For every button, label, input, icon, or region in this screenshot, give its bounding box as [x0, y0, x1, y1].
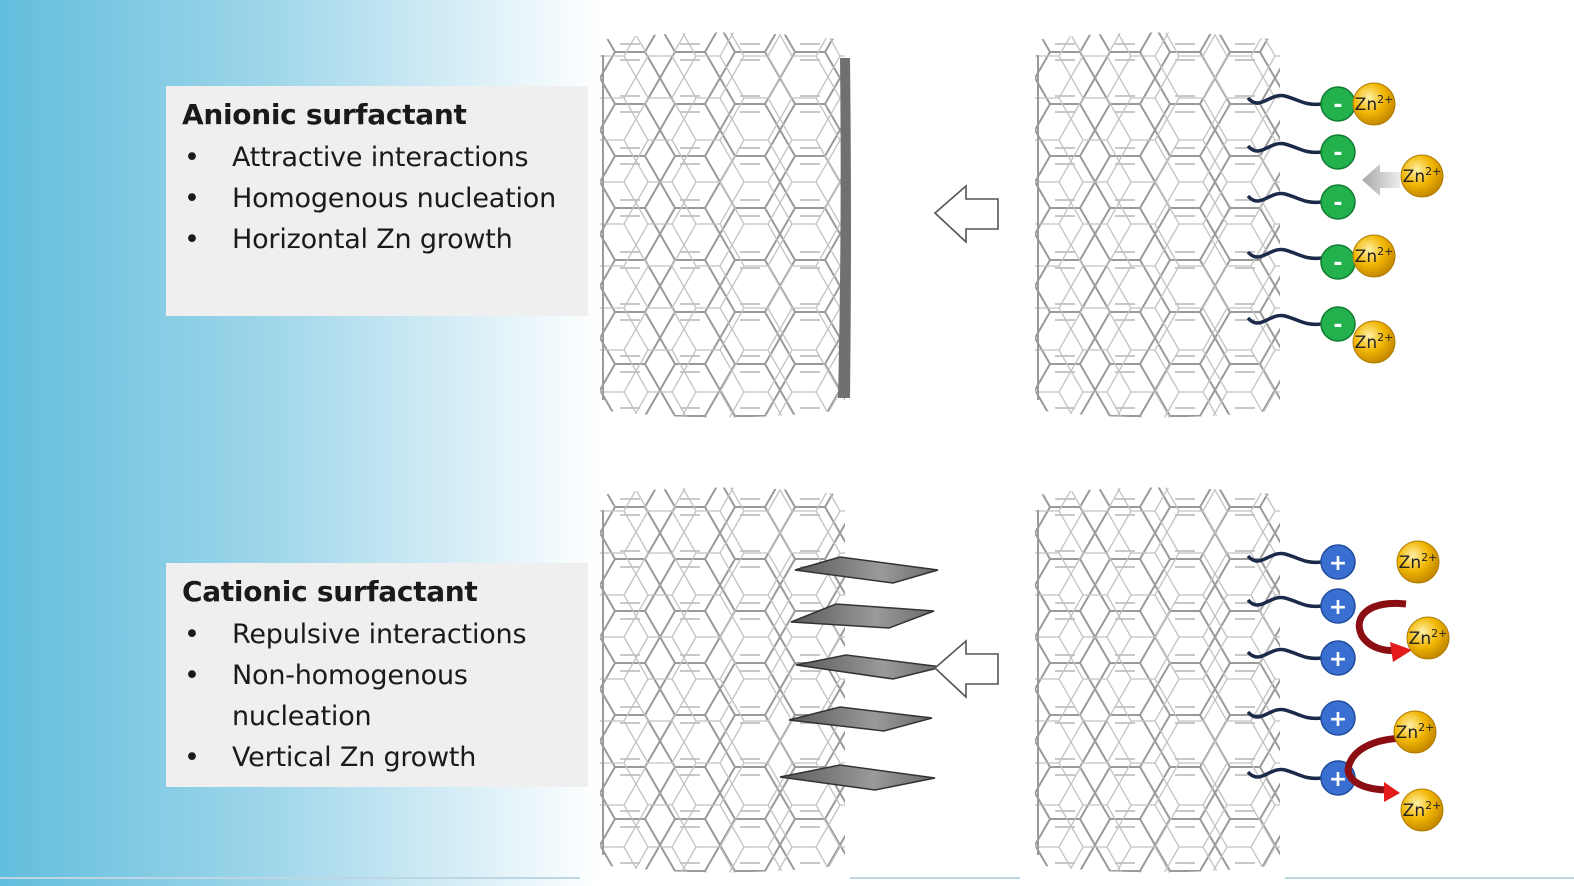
zn-ion: Zn2+: [1352, 82, 1396, 126]
zn-ion: Zn2+: [1400, 154, 1444, 198]
cationic-point: Repulsive interactions: [182, 614, 588, 655]
zn-ion: Zn2+: [1400, 788, 1444, 832]
anion-head: -: [1320, 306, 1356, 342]
left-hollow-arrow-icon: [933, 639, 999, 699]
svg-text:+: +: [1329, 707, 1347, 732]
svg-text:Zn2+: Zn2+: [1355, 331, 1394, 353]
cationic-points: Repulsive interactions Non-homogenous nu…: [182, 614, 588, 778]
cationic-point-continued: nucleation: [232, 701, 372, 732]
anionic-panel: Anionic surfactant Attractive interactio…: [166, 86, 588, 316]
nanotube-top-left: [600, 32, 851, 418]
svg-text:Zn2+: Zn2+: [1399, 551, 1438, 573]
svg-text:Zn2+: Zn2+: [1396, 721, 1435, 743]
nanotube-bottom-right: [1035, 487, 1280, 873]
svg-text:+: +: [1329, 595, 1347, 620]
red-deflect-arrow-icon: [1355, 599, 1407, 654]
svg-text:Zn2+: Zn2+: [1403, 799, 1442, 821]
surfactant-tail: [1246, 141, 1323, 155]
surfactant-tail: [1246, 93, 1323, 107]
anionic-points: Attractive interactions Homogenous nucle…: [182, 137, 588, 260]
svg-text:-: -: [1333, 313, 1342, 338]
cationic-surfactants: + + + + +: [1246, 544, 1356, 796]
zn-ion: Zn2+: [1393, 710, 1437, 754]
svg-text:-: -: [1333, 93, 1342, 118]
anionic-point: Homogenous nucleation: [182, 178, 588, 219]
grey-approach-arrow-icon: [1362, 164, 1400, 196]
anion-head: -: [1320, 86, 1356, 122]
anionic-point: Attractive interactions: [182, 137, 588, 178]
zn-ion: Zn2+: [1406, 616, 1450, 660]
svg-text:+: +: [1329, 647, 1347, 672]
svg-text:Zn2+: Zn2+: [1409, 627, 1448, 649]
surfactant-tail: [1246, 647, 1323, 661]
zn-ion: Zn2+: [1352, 234, 1396, 278]
svg-text:Zn2+: Zn2+: [1403, 165, 1442, 187]
svg-text:+: +: [1329, 551, 1347, 576]
surfactant-tail: [1246, 551, 1323, 565]
zn-ion: Zn2+: [1396, 540, 1440, 584]
left-hollow-arrow-icon: [933, 184, 999, 244]
surfactant-tail: [1246, 595, 1323, 609]
zinc-plate: [788, 706, 933, 732]
surfactant-tail: [1246, 767, 1323, 781]
zinc-plate: [790, 603, 935, 629]
cationic-point: Vertical Zn growth: [182, 737, 588, 778]
zinc-plate: [794, 556, 939, 584]
cation-head: +: [1320, 588, 1356, 624]
cationic-title: Cationic surfactant: [182, 575, 478, 608]
cation-head: +: [1320, 700, 1356, 736]
zinc-vertical-plates: [779, 556, 943, 791]
zn-ion: Zn2+: [1352, 320, 1396, 364]
svg-text:-: -: [1333, 141, 1342, 166]
surfactant-tail: [1246, 247, 1323, 261]
svg-text:+: +: [1329, 767, 1347, 792]
nanotube-top-right: [1035, 32, 1280, 418]
anionic-point: Horizontal Zn growth: [182, 219, 588, 260]
anionic-surfactants: - - - - -: [1246, 86, 1356, 342]
cation-head: +: [1320, 640, 1356, 676]
red-deflect-arrow-icon: [1384, 782, 1400, 802]
zinc-plate: [779, 764, 936, 791]
nanotube-bottom-left: [600, 487, 845, 873]
svg-text:-: -: [1333, 191, 1342, 216]
anion-head: -: [1320, 134, 1356, 170]
cationic-panel: Cationic surfactant Repulsive interactio…: [166, 563, 588, 787]
surfactant-tail: [1246, 191, 1323, 205]
svg-text:Zn2+: Zn2+: [1355, 245, 1394, 267]
zinc-horizontal-layer: [838, 58, 851, 398]
anion-head: -: [1320, 184, 1356, 220]
svg-text:-: -: [1333, 251, 1342, 276]
svg-text:Zn2+: Zn2+: [1355, 93, 1394, 115]
red-deflect-arrow-icon: [1344, 734, 1409, 794]
anionic-title: Anionic surfactant: [182, 98, 467, 131]
anion-head: -: [1320, 244, 1356, 280]
cationic-point: Non-homogenous: [182, 655, 588, 696]
surfactant-tail: [1246, 313, 1323, 327]
red-deflect-arrow-icon: [1390, 642, 1412, 662]
surfactant-tail: [1246, 707, 1323, 721]
cation-head: +: [1320, 544, 1356, 580]
